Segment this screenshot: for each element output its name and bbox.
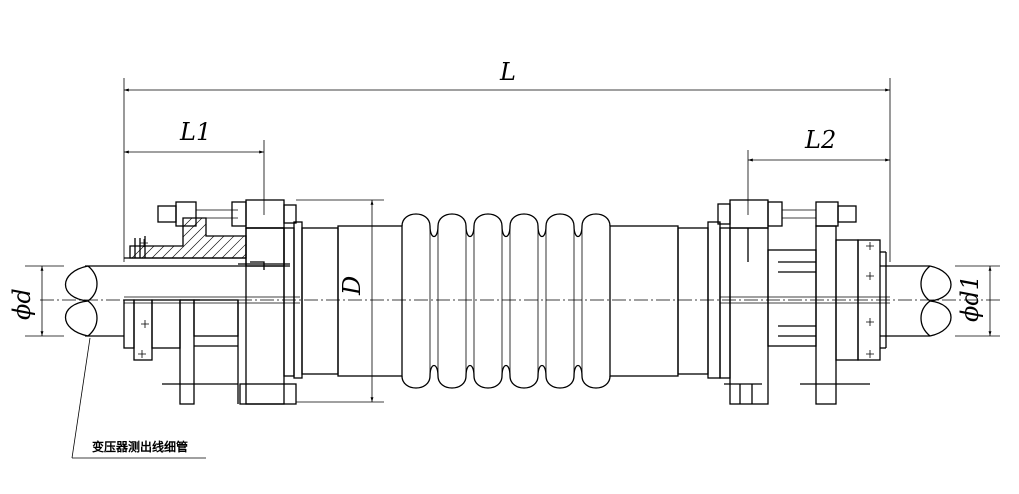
dimension-D: D <box>296 199 384 403</box>
dimension-D-label: D <box>338 276 366 296</box>
dimension-phi-d1-label: ϕd1 <box>956 275 984 322</box>
left-pipe <box>64 265 300 337</box>
dimension-L-label: L <box>499 58 516 86</box>
dimension-L: L <box>123 58 891 262</box>
right-pipe <box>720 265 952 337</box>
dimension-L2-label: L2 <box>804 126 836 154</box>
transformer-lead-tube-note: 变压器测出线细管 <box>92 439 188 454</box>
bellows-body <box>301 213 721 389</box>
dimension-phi-d1: ϕd1 <box>955 265 1000 337</box>
right-end-assembly <box>717 199 887 405</box>
dimension-phi-d-label: ϕd <box>8 288 36 320</box>
leader-note: 变压器测出线细管 <box>71 337 206 459</box>
dimension-phi-d: ϕd <box>8 265 64 337</box>
left-end-assembly <box>123 199 303 405</box>
dimension-L1-label: L1 <box>179 118 211 146</box>
dimension-L2: L2 <box>747 126 890 215</box>
dimension-L1: L1 <box>124 118 265 215</box>
